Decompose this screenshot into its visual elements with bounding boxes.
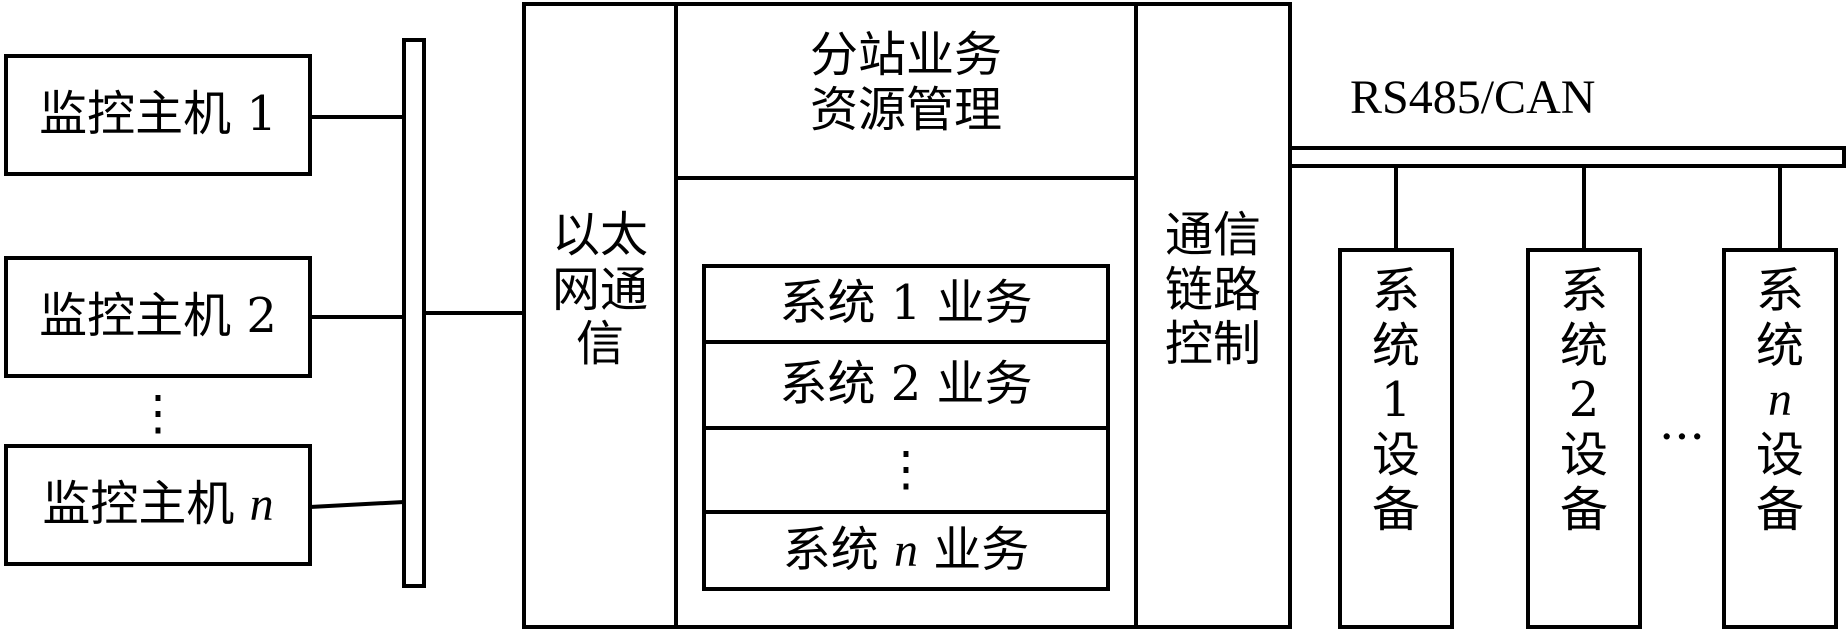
bus-label: RS485/CAN <box>1350 71 1596 124</box>
host-label-1: 监控主机 1 <box>39 86 277 143</box>
host-num-n: n <box>249 478 274 532</box>
host-ellipsis: ⋮ <box>134 385 182 442</box>
service-item-n: 系统 n 业务 <box>782 521 1030 578</box>
device-bus <box>1288 146 1846 168</box>
host-num-2: 2 <box>246 288 277 345</box>
device-box-1 <box>1338 248 1454 629</box>
link-control-label: 通信 链路 控制 <box>1164 207 1261 373</box>
device-ellipsis: ··· <box>1659 409 1705 466</box>
service-item-2: 系统 2 业务 <box>779 356 1033 413</box>
service-item-1: 系统 1 业务 <box>779 275 1033 332</box>
connector-host-n <box>309 500 405 509</box>
device-box-n <box>1722 248 1838 629</box>
host-label-2: 监控主机 2 <box>39 288 277 345</box>
service-ellipsis: ⋮ <box>882 441 930 498</box>
device-label-n: 系 统 n 设 备 <box>1755 263 1804 538</box>
link-control-box <box>1134 2 1292 629</box>
ethernet-label: 以太 网通 信 <box>551 207 648 373</box>
host-label-n: 监控主机 n <box>42 476 274 533</box>
ethernet-bus <box>402 38 426 588</box>
host-num-1: 1 <box>246 86 277 143</box>
device-box-2 <box>1526 248 1642 629</box>
device-label-2: 系 统 2 设 备 <box>1559 263 1608 538</box>
device-label-1: 系 统 1 设 备 <box>1371 263 1420 538</box>
resource-mgmt-label: 分站业务 资源管理 <box>809 27 1002 138</box>
